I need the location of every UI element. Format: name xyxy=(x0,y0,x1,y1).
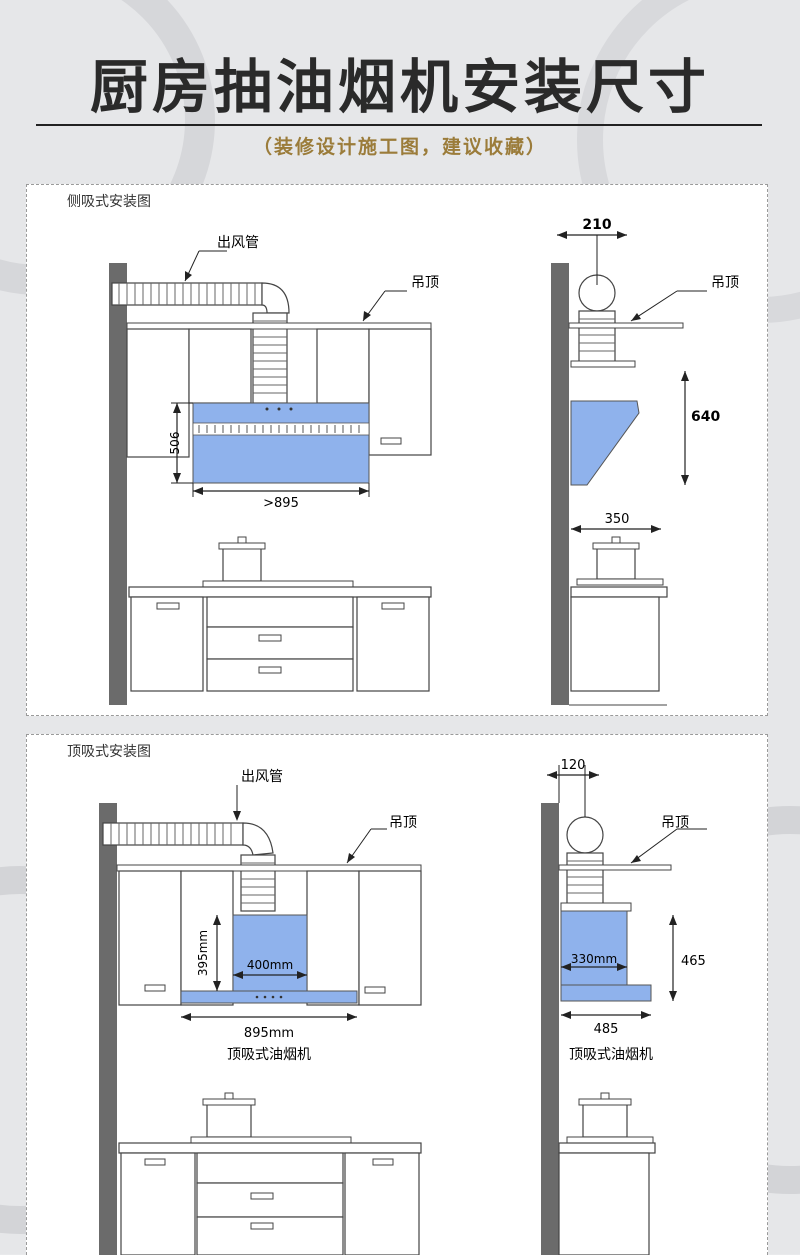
duct-label: 出风管 xyxy=(217,235,259,251)
ceiling-label: 吊顶 xyxy=(661,815,689,831)
hood-height-dim: 640 xyxy=(691,409,720,425)
page-title: 厨房抽油烟机安装尺寸 xyxy=(89,53,710,121)
wall xyxy=(551,263,569,705)
pot xyxy=(222,546,262,582)
page-subtitle: （装修设计施工图，建议收藏） xyxy=(252,136,547,158)
side-suction-panel: 侧吸式安装图 xyxy=(26,184,768,716)
hood-height-dim: 465 xyxy=(681,954,706,969)
duct-vertical xyxy=(240,854,276,912)
panel-label: 顶吸式安装图 xyxy=(63,741,155,761)
hood-caption: 顶吸式油烟机 xyxy=(227,1047,311,1063)
wall xyxy=(99,803,117,1255)
duct-elbow xyxy=(261,282,290,314)
duct-horizontal xyxy=(102,822,244,846)
range-hood xyxy=(232,914,308,992)
ceiling-label: 吊顶 xyxy=(411,275,439,291)
range-hood xyxy=(560,910,628,986)
top-profile-view xyxy=(541,765,707,1255)
upper-cabinet-left xyxy=(126,328,190,458)
hood-depth-dim: 485 xyxy=(594,1022,619,1037)
hood-depth-dim: 350 xyxy=(605,512,630,527)
upper-cabinet-right xyxy=(368,328,432,456)
side-profile-view xyxy=(551,231,707,706)
wall xyxy=(109,263,127,705)
hood-width-dim: >895 xyxy=(263,496,299,511)
hood-inner-width-dim: 400mm xyxy=(247,958,293,972)
wall xyxy=(541,803,559,1255)
top-front-view xyxy=(99,785,422,1255)
base-cabinet xyxy=(130,596,204,692)
duct-width-dim: 210 xyxy=(582,217,611,233)
side-front-view xyxy=(109,250,432,705)
hood-height-dim: 506 xyxy=(168,432,182,455)
hood-caption: 顶吸式油烟机 xyxy=(569,1047,653,1063)
range-hood xyxy=(192,402,370,484)
duct-label: 出风管 xyxy=(241,769,283,785)
ceiling-label: 吊顶 xyxy=(389,815,417,831)
title-divider xyxy=(36,124,762,126)
panel-label: 侧吸式安装图 xyxy=(63,191,155,211)
counter-top xyxy=(128,586,432,598)
hood-inner-width-dim: 330mm xyxy=(571,952,617,966)
top-suction-diagram: 出风管 吊顶 395mm 400mm 895mm 顶吸式油烟机 120 吊顶 3… xyxy=(99,758,707,1255)
ceiling-label: 吊顶 xyxy=(711,275,739,291)
side-suction-diagram: 出风管 吊顶 506 >895 210 吊顶 640 350 xyxy=(109,217,739,706)
hood-width-dim: 895mm xyxy=(244,1026,294,1041)
duct-width-dim: 120 xyxy=(561,758,586,773)
hood-height-dim: 395mm xyxy=(196,930,210,976)
top-suction-panel: 顶吸式安装图 xyxy=(26,734,768,1255)
